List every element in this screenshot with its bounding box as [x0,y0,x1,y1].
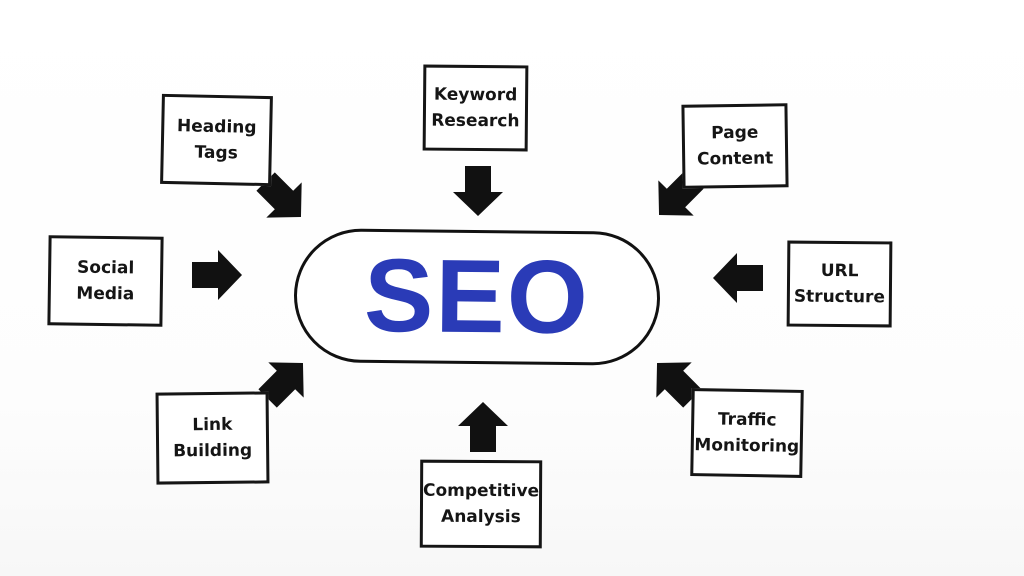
node-url-structure: URL Structure [786,240,893,328]
seo-hub: SEO [293,228,661,366]
seo-hub-label: SEO [363,237,591,357]
node-heading-tags: Heading Tags [160,93,273,187]
node-url-structure-label: URL Structure [793,260,886,308]
arrow-keyword-research [453,166,503,216]
node-competitive-analysis: Competitive Analysis [419,459,543,549]
node-keyword-research-label: Keyword Research [431,84,520,132]
node-page-content: Page Content [681,103,789,189]
node-keyword-research: Keyword Research [422,64,529,152]
node-social-media: Social Media [47,235,164,327]
node-link-building-label: Link Building [173,414,253,462]
node-heading-tags-label: Heading Tags [176,116,257,164]
arrow-traffic-monitoring [656,362,702,408]
node-social-media-label: Social Media [76,257,135,305]
node-link-building: Link Building [155,391,270,485]
arrow-social-media [192,250,242,300]
node-traffic-monitoring-label: Traffic Monitoring [694,409,800,457]
arrow-link-building [258,362,304,408]
arrow-url-structure [713,253,763,303]
node-page-content-label: Page Content [696,122,774,170]
arrow-competitive-analysis [458,402,508,452]
node-traffic-monitoring: Traffic Monitoring [690,388,804,478]
node-competitive-analysis-label: Competitive Analysis [422,480,540,528]
